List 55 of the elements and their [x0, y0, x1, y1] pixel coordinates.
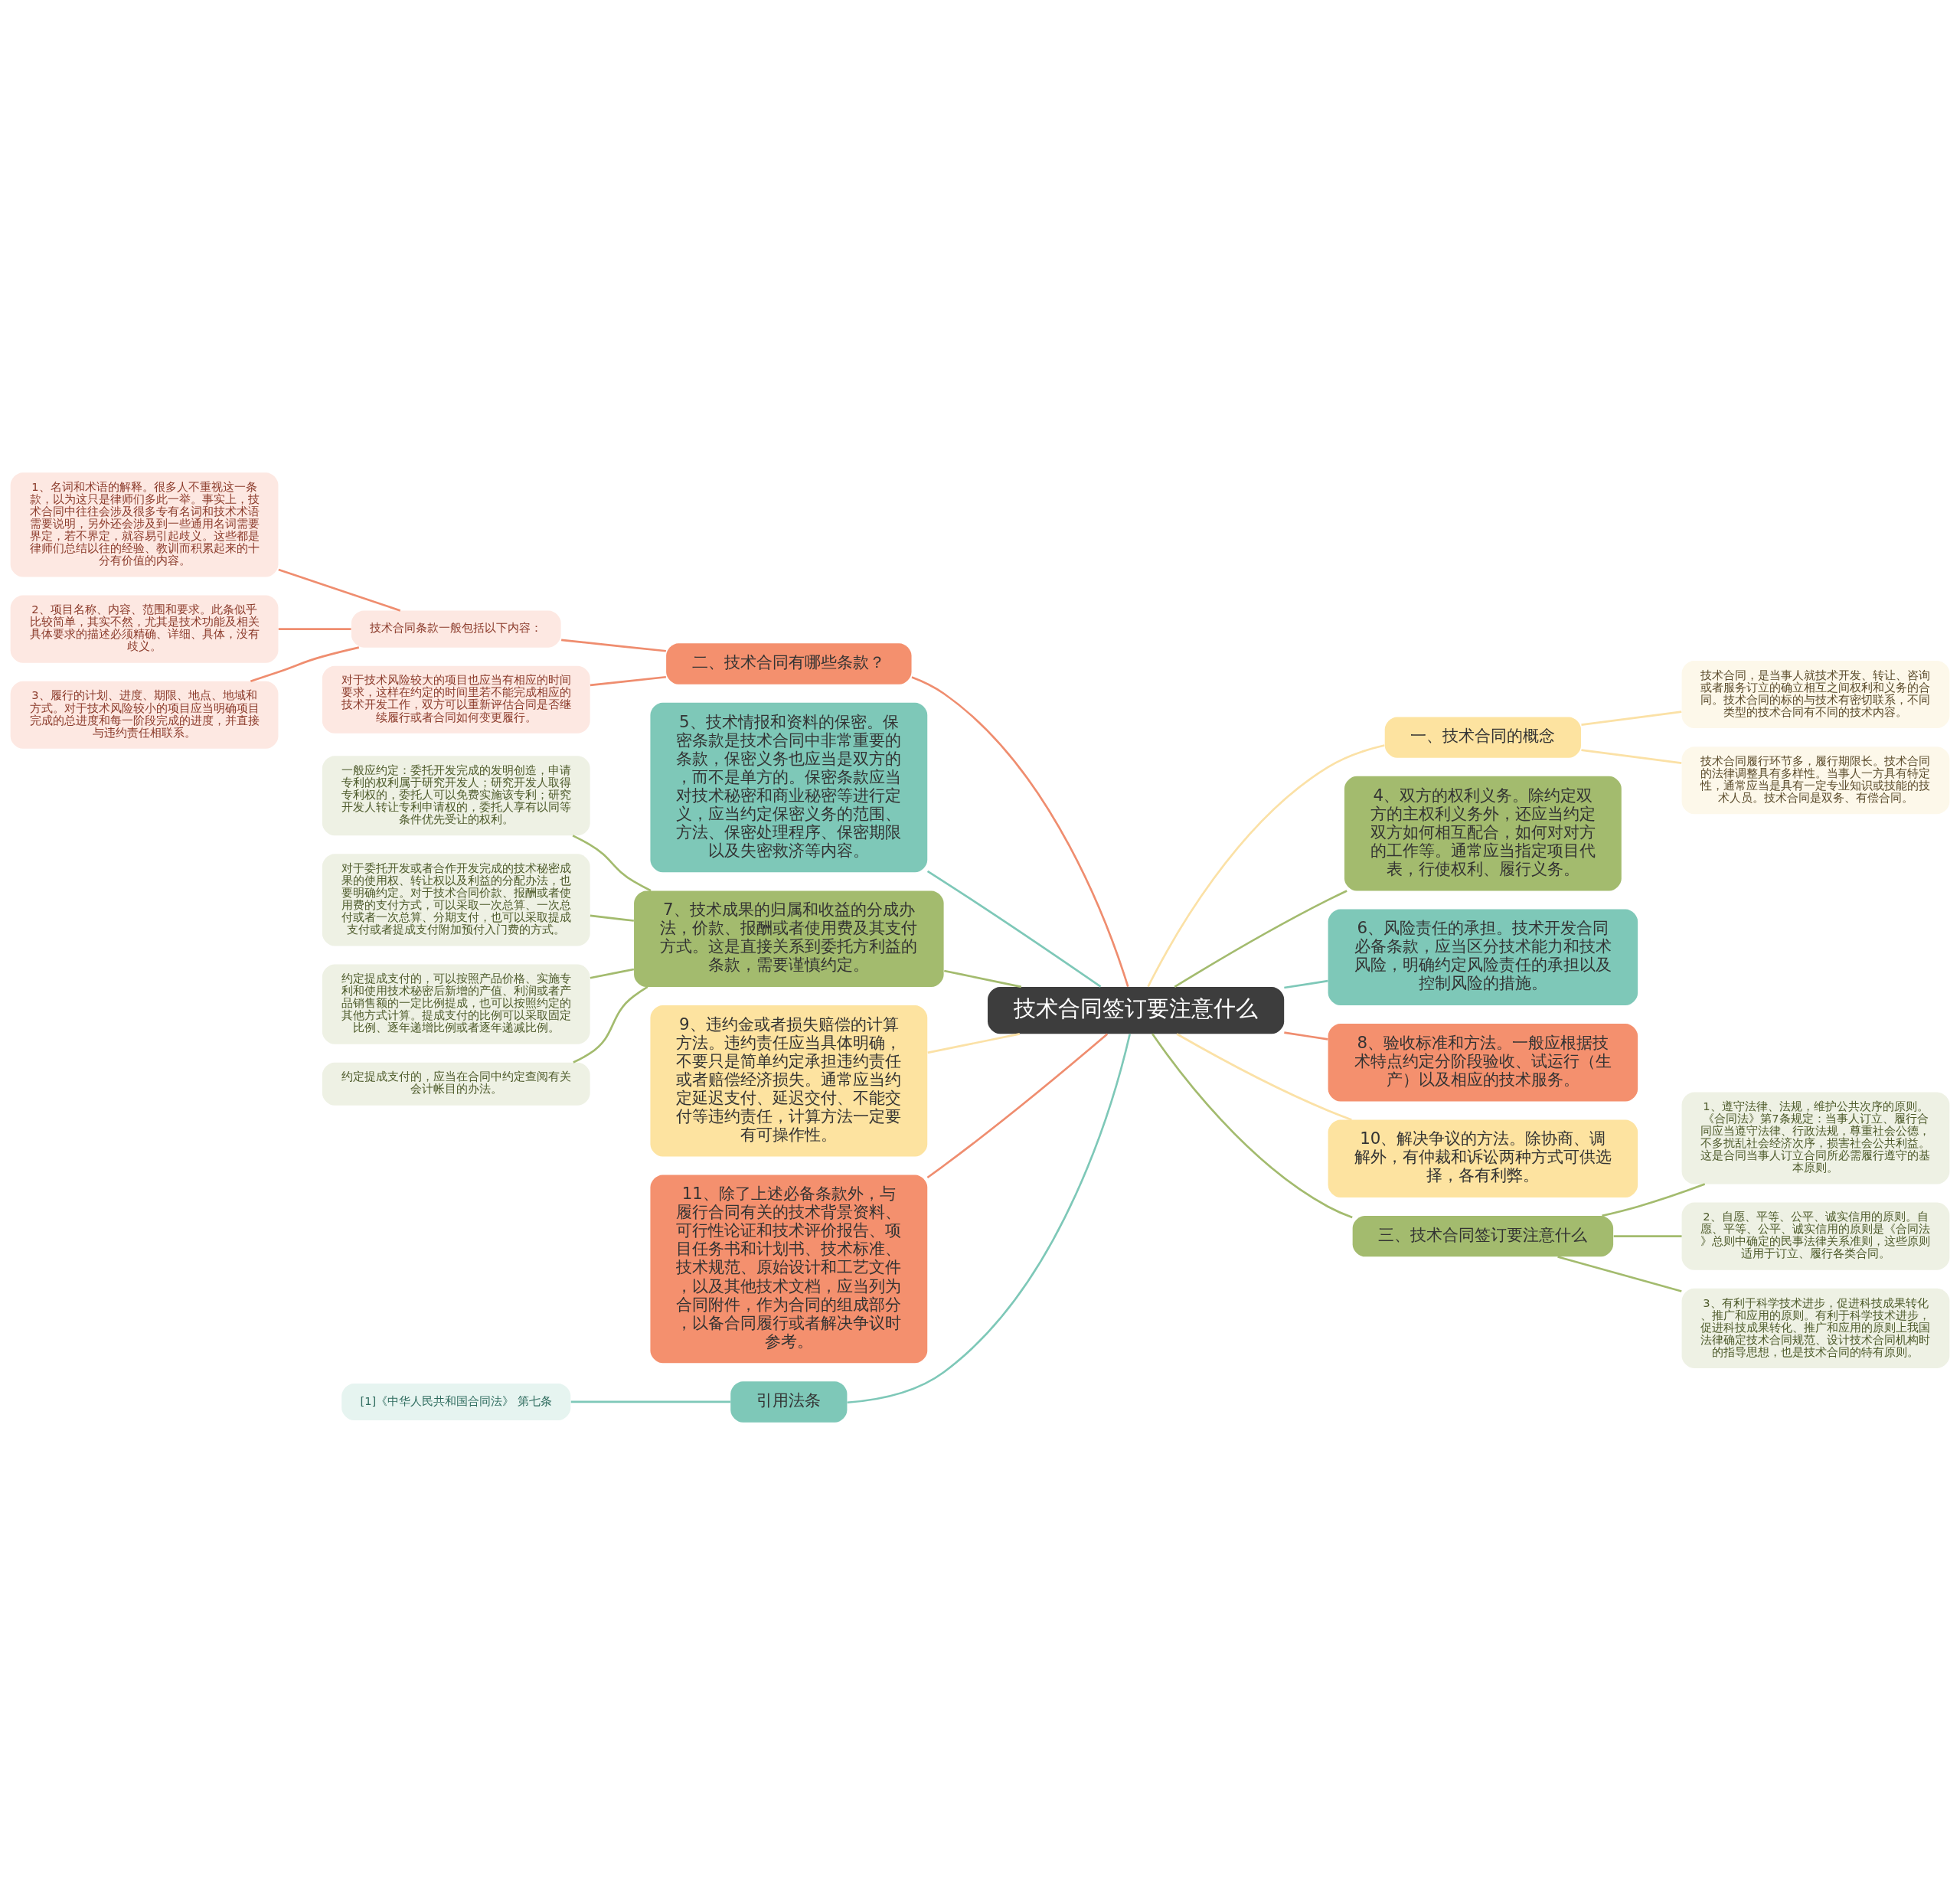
connector: [570, 1400, 731, 1403]
connector: [561, 639, 666, 652]
node-box: 约定提成支付的，可以按照产品价格、实施专利和使用技术秘密后新增的产值、利润或者产品销售额的一定比例提成，也可以按照约定的其他方式计算。提成支付的比例可以采取固定比例、逐年递增比例或者逐年递减比例。: [322, 964, 590, 1044]
node-box: 技术合同履行环节多，履行期限长。技术合同的法律调整具有多样性。当事人一方具有特定性，通常应当是具有一定专业知识或技能的技术人员。技术合同是双务、有偿合同。: [1681, 747, 1950, 815]
connector: [926, 1033, 1109, 1179]
node-box: 3、履行的计划、进度、期限、地点、地域和方式。对于技术风险较小的项目应当明确项目完成的总进度和每一阶段完成的进度，并直接与违约责任相联系。: [10, 681, 279, 749]
connector: [1557, 1256, 1682, 1292]
node-box: 7、技术成果的归属和收益的分成办法，价款、报酬或者使用费及其支付方式。这是直接关系到委托方利益的条款，需要谨慎约定。: [634, 890, 944, 987]
connector: [1581, 749, 1682, 764]
node-box: 引用法条: [730, 1381, 848, 1423]
connector: [278, 568, 401, 612]
connector: [927, 1033, 1021, 1054]
connector: [926, 870, 1102, 988]
node-box: 二、技术合同有哪些条款？: [666, 643, 912, 684]
connector: [943, 969, 1022, 988]
node-box: 三、技术合同签订要注意什么: [1352, 1215, 1614, 1257]
connector: [590, 914, 635, 922]
node-box: 1、遵守法律、法规，维护公共次序的原则。《合同法》第7条规定：当事人订立、履行合同应当遵守法律、行政法规，尊重社会公德，不多扰乱社会经济次序，损害社会公共利益。这是合同当事人订立合同所必需履行遵守的基本原则。: [1681, 1092, 1950, 1184]
connector: [590, 675, 666, 687]
node-box: 对于技术风险较大的项目也应当有相应的时间要求，这样在约定的时间里若不能完成相应的技术开发工作，双方可以重新评估合同是否继续履行或者合同如何变更履行。: [322, 665, 590, 733]
connector: [1174, 890, 1348, 988]
node-box: 2、自愿、平等、公平、诚实信用的原则。自愿、平等、公平、诚实信用的原则是《合同法》总则中确定的民事法律关系准则，这些原则适用于订立、履行各类合同。: [1681, 1202, 1950, 1270]
connector: [590, 968, 635, 979]
connector: [1152, 1033, 1353, 1219]
node-box: [1]《中华人民共和国合同法》 第七条: [341, 1383, 571, 1420]
node-box: 技术合同条款一般包括以下内容：: [351, 610, 561, 648]
node-box: 对于委托开发或者合作开发完成的技术秘密成果的使用权、转让权以及利益的分配办法，也要明确约定。对于技术合同价款、报酬或者使用费的支付方式，可以采取一次总算、一次总付或者一次总算、分期支付，也可以采取提成支付或者提成支付附加预付入门费的方式。: [322, 854, 590, 946]
node-box: 8、验收标准和方法。一般应根据技术特点约定分阶段验收、试运行（生产）以及相应的技术服务。: [1328, 1023, 1638, 1102]
connector: [1147, 744, 1385, 988]
node-box: 3、有利于科学技术进步，促进科技成果转化、推广和应用的原则。有利于科学技术进步，促进科技成果转化、推广和应用的原则上我国法律确定技术合同规范、设计技术合同机构时的指导思想，也是技术合同的特有原则。: [1681, 1288, 1950, 1368]
connector: [911, 676, 1129, 987]
connector: [1581, 711, 1682, 726]
node-box: 1、名词和术语的解释。很多人不重视这一条款，以为这只是律师们多此一举。事实上，技术合同中往往会涉及很多专有名词和技术术语需要说明，另外还会涉及到一些通用名词需要界定，若不界定，就容易引起歧义。这些都是律师们总结以往的经验、教训而积累起来的十分有价值的内容。: [10, 472, 279, 577]
node-box: 技术合同签订要注意什么: [988, 986, 1285, 1034]
node-box: 4、双方的权利义务。除约定双方的主权利义务外，还应当约定双方如何相互配合，如何对对方的工作等。通常应当指定项目代表，行使权利、履行义务。: [1344, 776, 1622, 891]
node-box: 约定提成支付的，应当在合同中约定查阅有关会计帐目的办法。: [322, 1062, 590, 1106]
node-box: 一般应约定：委托开发完成的发明创造，申请专利的权利属于研究开发人；研究开发人取得专利权的，委托人可以免费实施该专利；研究开发人转让专利申请权的，委托人享有以同等条件优先受让的权利。: [322, 756, 590, 836]
connector: [573, 985, 648, 1063]
node-box: 5、技术情报和资料的保密。保密条款是技术合同中非常重要的条款，保密义务也应当是双方的，而不是单方的。保密条款应当对技术秘密和商业秘密等进行定义，应当约定保密义务的范围、方法、保密处理程序、保密期限以及失密救济等内容。: [650, 702, 928, 873]
node-box: 10、解决争议的方法。除协商、调解外，有仲裁和诉讼两种方式可供选择，各有利弊。: [1328, 1119, 1638, 1197]
connector: [1284, 979, 1328, 989]
node-box: 2、项目名称、内容、范围和要求。此条似乎比较简单，其实不然，尤其是技术功能及相关具体要求的描述必须精确、详细、具体，没有歧义。: [10, 595, 279, 663]
node-box: 一、技术合同的概念: [1384, 717, 1582, 758]
node-box: 9、违约金或者损失赔偿的计算方法。违约责任应当具体明确，不要只是简单约定承担违约责任或者赔偿经济损失。通常应当约定延迟支付、延迟交付、不能交付等违约责任，计算方法一定要有可操作性。: [650, 1005, 928, 1157]
connector: [847, 1034, 1132, 1404]
node-box: 11、除了上述必备条款外，与履行合同有关的技术背景资料、可行性论证和技术评价报告、项目任务书和计划书、技术标准、技术规范、原始设计和工艺文件，以及其他技术文档，应当列为合同附件，作为合同的组成部分，以备合同履行或者解决争议时参考。: [650, 1175, 928, 1364]
node-box: 6、风险责任的承担。技术开发合同必备条款，应当区分技术能力和技术风险，明确约定风险责任的承担以及控制风险的措施。: [1328, 909, 1638, 1005]
connector: [1602, 1183, 1706, 1217]
connector: [278, 628, 351, 630]
connector: [1613, 1235, 1682, 1237]
connector: [1176, 1033, 1352, 1121]
connector: [1284, 1031, 1328, 1041]
connector: [250, 646, 360, 682]
connector: [572, 835, 652, 892]
node-box: 技术合同，是当事人就技术开发、转让、咨询或者服务订立的确立相互之间权利和义务的合同。技术合同的标的与技术有密切联系，不同类型的技术合同有不同的技术内容。: [1681, 661, 1950, 729]
